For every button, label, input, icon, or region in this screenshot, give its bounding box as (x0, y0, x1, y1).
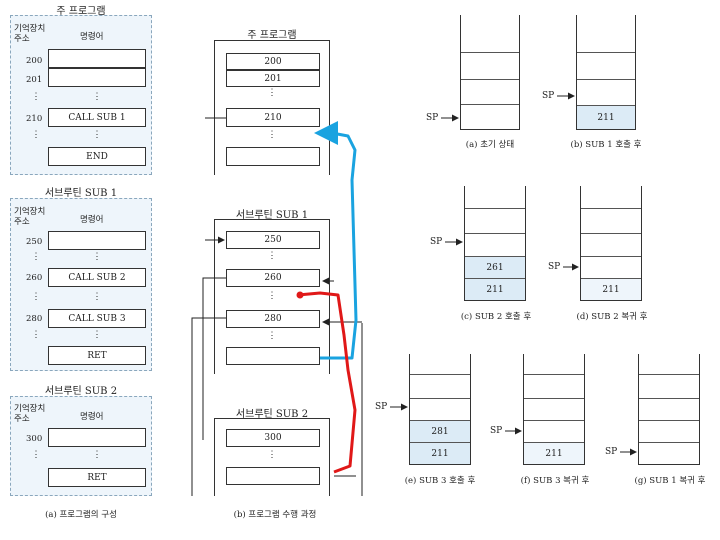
sub2-instr-dots-1: ⋮ (92, 450, 102, 460)
exec-sub1-cell-250: 250 (226, 231, 320, 249)
sub2-addr-dots-1: ⋮ (31, 450, 41, 460)
sub1-addr-dots-1: ⋮ (31, 252, 41, 262)
main-cell-200 (48, 49, 146, 68)
return-to-main-path (314, 121, 358, 360)
exec-main-dots-1: ⋮ (267, 88, 277, 98)
call-sub2-line (202, 277, 226, 440)
main-instr-header: 명령어 (80, 32, 104, 42)
return-to-sub1-path (297, 291, 357, 474)
stack-b-slot-0: 211 (577, 105, 635, 129)
stack-b-sp-label: SP (542, 91, 555, 101)
exec-main-cell-200: 200 (226, 53, 320, 70)
sub2-instr-header: 명령어 (80, 412, 104, 422)
sub2-cell-300 (48, 428, 146, 447)
exec-sub1-cell-ret (226, 347, 320, 365)
stack-e-sp-label: SP (375, 402, 388, 412)
main-cell-201 (48, 68, 146, 87)
main-addr-200: 200 (26, 56, 43, 66)
exec-sub1-cell-280: 280 (226, 310, 320, 328)
sub1-cell-ret: RET (48, 346, 146, 365)
stack-d-sp-label: SP (548, 262, 561, 272)
sub1-instr-dots-3: ⋮ (92, 330, 102, 340)
sub1-addr-280: 280 (26, 314, 43, 324)
exec-main-cell-201: 201 (226, 70, 320, 87)
stack-f-sp-label: SP (490, 426, 503, 436)
sub1-addr-header: 기억장치 주소 (14, 207, 46, 227)
stack-b-caption: (b) SUB 1 호출 후 (570, 140, 642, 150)
sub1-instr-dots-2: ⋮ (92, 292, 102, 302)
sub2-title: 서브루틴 SUB 2 (44, 386, 118, 397)
stack-e-slot-0: 211 (410, 442, 470, 464)
stack-c-caption: (c) SUB 2 호출 후 (460, 312, 532, 322)
return-to-sub1-dot (296, 291, 304, 299)
main-addr-dots-1: ⋮ (31, 92, 41, 102)
exec-main-dots-2: ⋮ (267, 130, 277, 140)
call-sub3-line (191, 317, 226, 496)
stack-g-sp-label: SP (605, 447, 618, 457)
sub1-instr-header: 명령어 (80, 215, 104, 225)
exec-sub1-dots-3: ⋮ (267, 331, 277, 341)
sub1-cell-250 (48, 231, 146, 250)
main-addr-dots-2: ⋮ (31, 130, 41, 140)
main-program-title: 주 프로그램 (56, 6, 106, 17)
sub2-addr-300: 300 (26, 434, 43, 444)
stack-a-sp-label: SP (426, 113, 439, 123)
exec-sub1-cell-260: 260 (226, 269, 320, 287)
stack-e-slot-1: 281 (410, 420, 470, 442)
stack-c-sp-label: SP (430, 237, 443, 247)
stack-e-caption: (e) SUB 3 호출 후 (404, 476, 476, 486)
sub1-addr-dots-2: ⋮ (31, 292, 41, 302)
main-addr-201: 201 (26, 75, 43, 85)
stack-d-slot-0: 211 (581, 278, 641, 300)
stack-a-caption: (a) 초기 상태 (465, 140, 515, 150)
exec-main-cell-end (226, 147, 320, 166)
sub1-cell-call-sub3: CALL SUB 3 (48, 309, 146, 328)
main-instr-dots-2: ⋮ (92, 130, 102, 140)
stack-c-slot-0: 211 (465, 278, 525, 300)
sub1-title: 서브루틴 SUB 1 (44, 188, 118, 199)
exec-sub1-dots-1: ⋮ (267, 251, 277, 261)
sub1-cell-call-sub2: CALL SUB 2 (48, 268, 146, 287)
exec-sub1-dots-2: ⋮ (267, 291, 277, 301)
sub1-addr-250: 250 (26, 237, 43, 247)
sub1-addr-dots-3: ⋮ (31, 330, 41, 340)
main-instr-dots-1: ⋮ (92, 92, 102, 102)
sub2-addr-header: 기억장치 주소 (14, 404, 46, 424)
exec-main-cell-210: 210 (226, 108, 320, 127)
stack-c-slot-1: 261 (465, 256, 525, 278)
main-addr-header: 기억장치 주소 (14, 24, 46, 44)
caption-b: (b) 프로그램 수행 과정 (233, 510, 317, 520)
sub1-addr-260: 260 (26, 273, 43, 283)
sub1-instr-dots-1: ⋮ (92, 252, 102, 262)
main-addr-210: 210 (26, 114, 43, 124)
stack-g-caption: (g) SUB 1 복귀 후 (634, 476, 706, 486)
main-cell-call-sub1: CALL SUB 1 (48, 108, 146, 127)
exec-sub2-title: 서브루틴 SUB 2 (235, 409, 309, 420)
exec-sub2-dots-1: ⋮ (267, 450, 277, 460)
caption-a: (a) 프로그램의 구성 (45, 510, 117, 520)
stack-d-caption: (d) SUB 2 복귀 후 (576, 312, 648, 322)
exec-sub1-title: 서브루틴 SUB 1 (235, 210, 309, 221)
exec-main-title: 주 프로그램 (247, 30, 297, 41)
exec-sub2-cell-300: 300 (226, 429, 320, 447)
sub2-cell-ret: RET (48, 468, 146, 487)
stack-f-caption: (f) SUB 3 복귀 후 (520, 476, 590, 486)
main-cell-end: END (48, 147, 146, 166)
stack-f-slot-0: 211 (524, 442, 584, 464)
exec-sub2-cell-ret (226, 467, 320, 485)
